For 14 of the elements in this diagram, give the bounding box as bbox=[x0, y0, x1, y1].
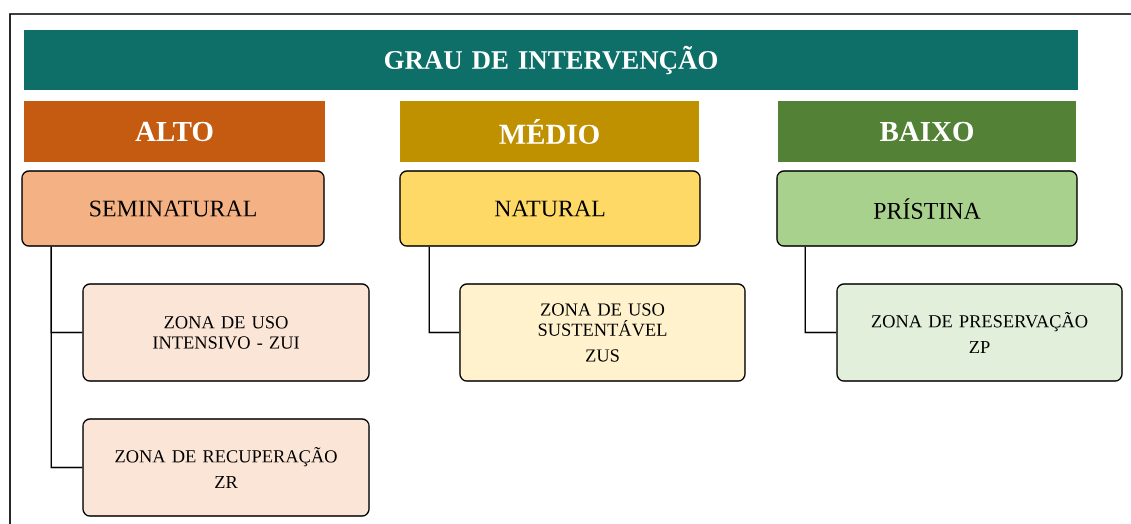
level-header: ALTO bbox=[24, 101, 325, 162]
level-header: BAIXO bbox=[778, 101, 1076, 162]
zone-box: ZONA DE USO SUSTENTÁVEL ZUS bbox=[459, 283, 746, 382]
connector-line bbox=[804, 246, 837, 334]
zone-box: ZONA DE RECUPERAÇÃO ZR bbox=[82, 418, 370, 517]
category-box: NATURAL bbox=[399, 170, 701, 247]
zone-box: ZONA DE PRESERVAÇÃO ZP bbox=[836, 283, 1123, 382]
category-box: SEMINATURAL bbox=[21, 170, 325, 247]
category-box: PRÍSTINA bbox=[776, 170, 1078, 247]
connector-line bbox=[428, 246, 460, 334]
zone-box: ZONA DE USO INTENSIVO - ZUI bbox=[82, 283, 370, 382]
title-banner: GRAU DE INTERVENÇÃO bbox=[24, 30, 1078, 90]
level-header: MÉDIO bbox=[400, 101, 699, 162]
connector-line bbox=[50, 246, 83, 469]
